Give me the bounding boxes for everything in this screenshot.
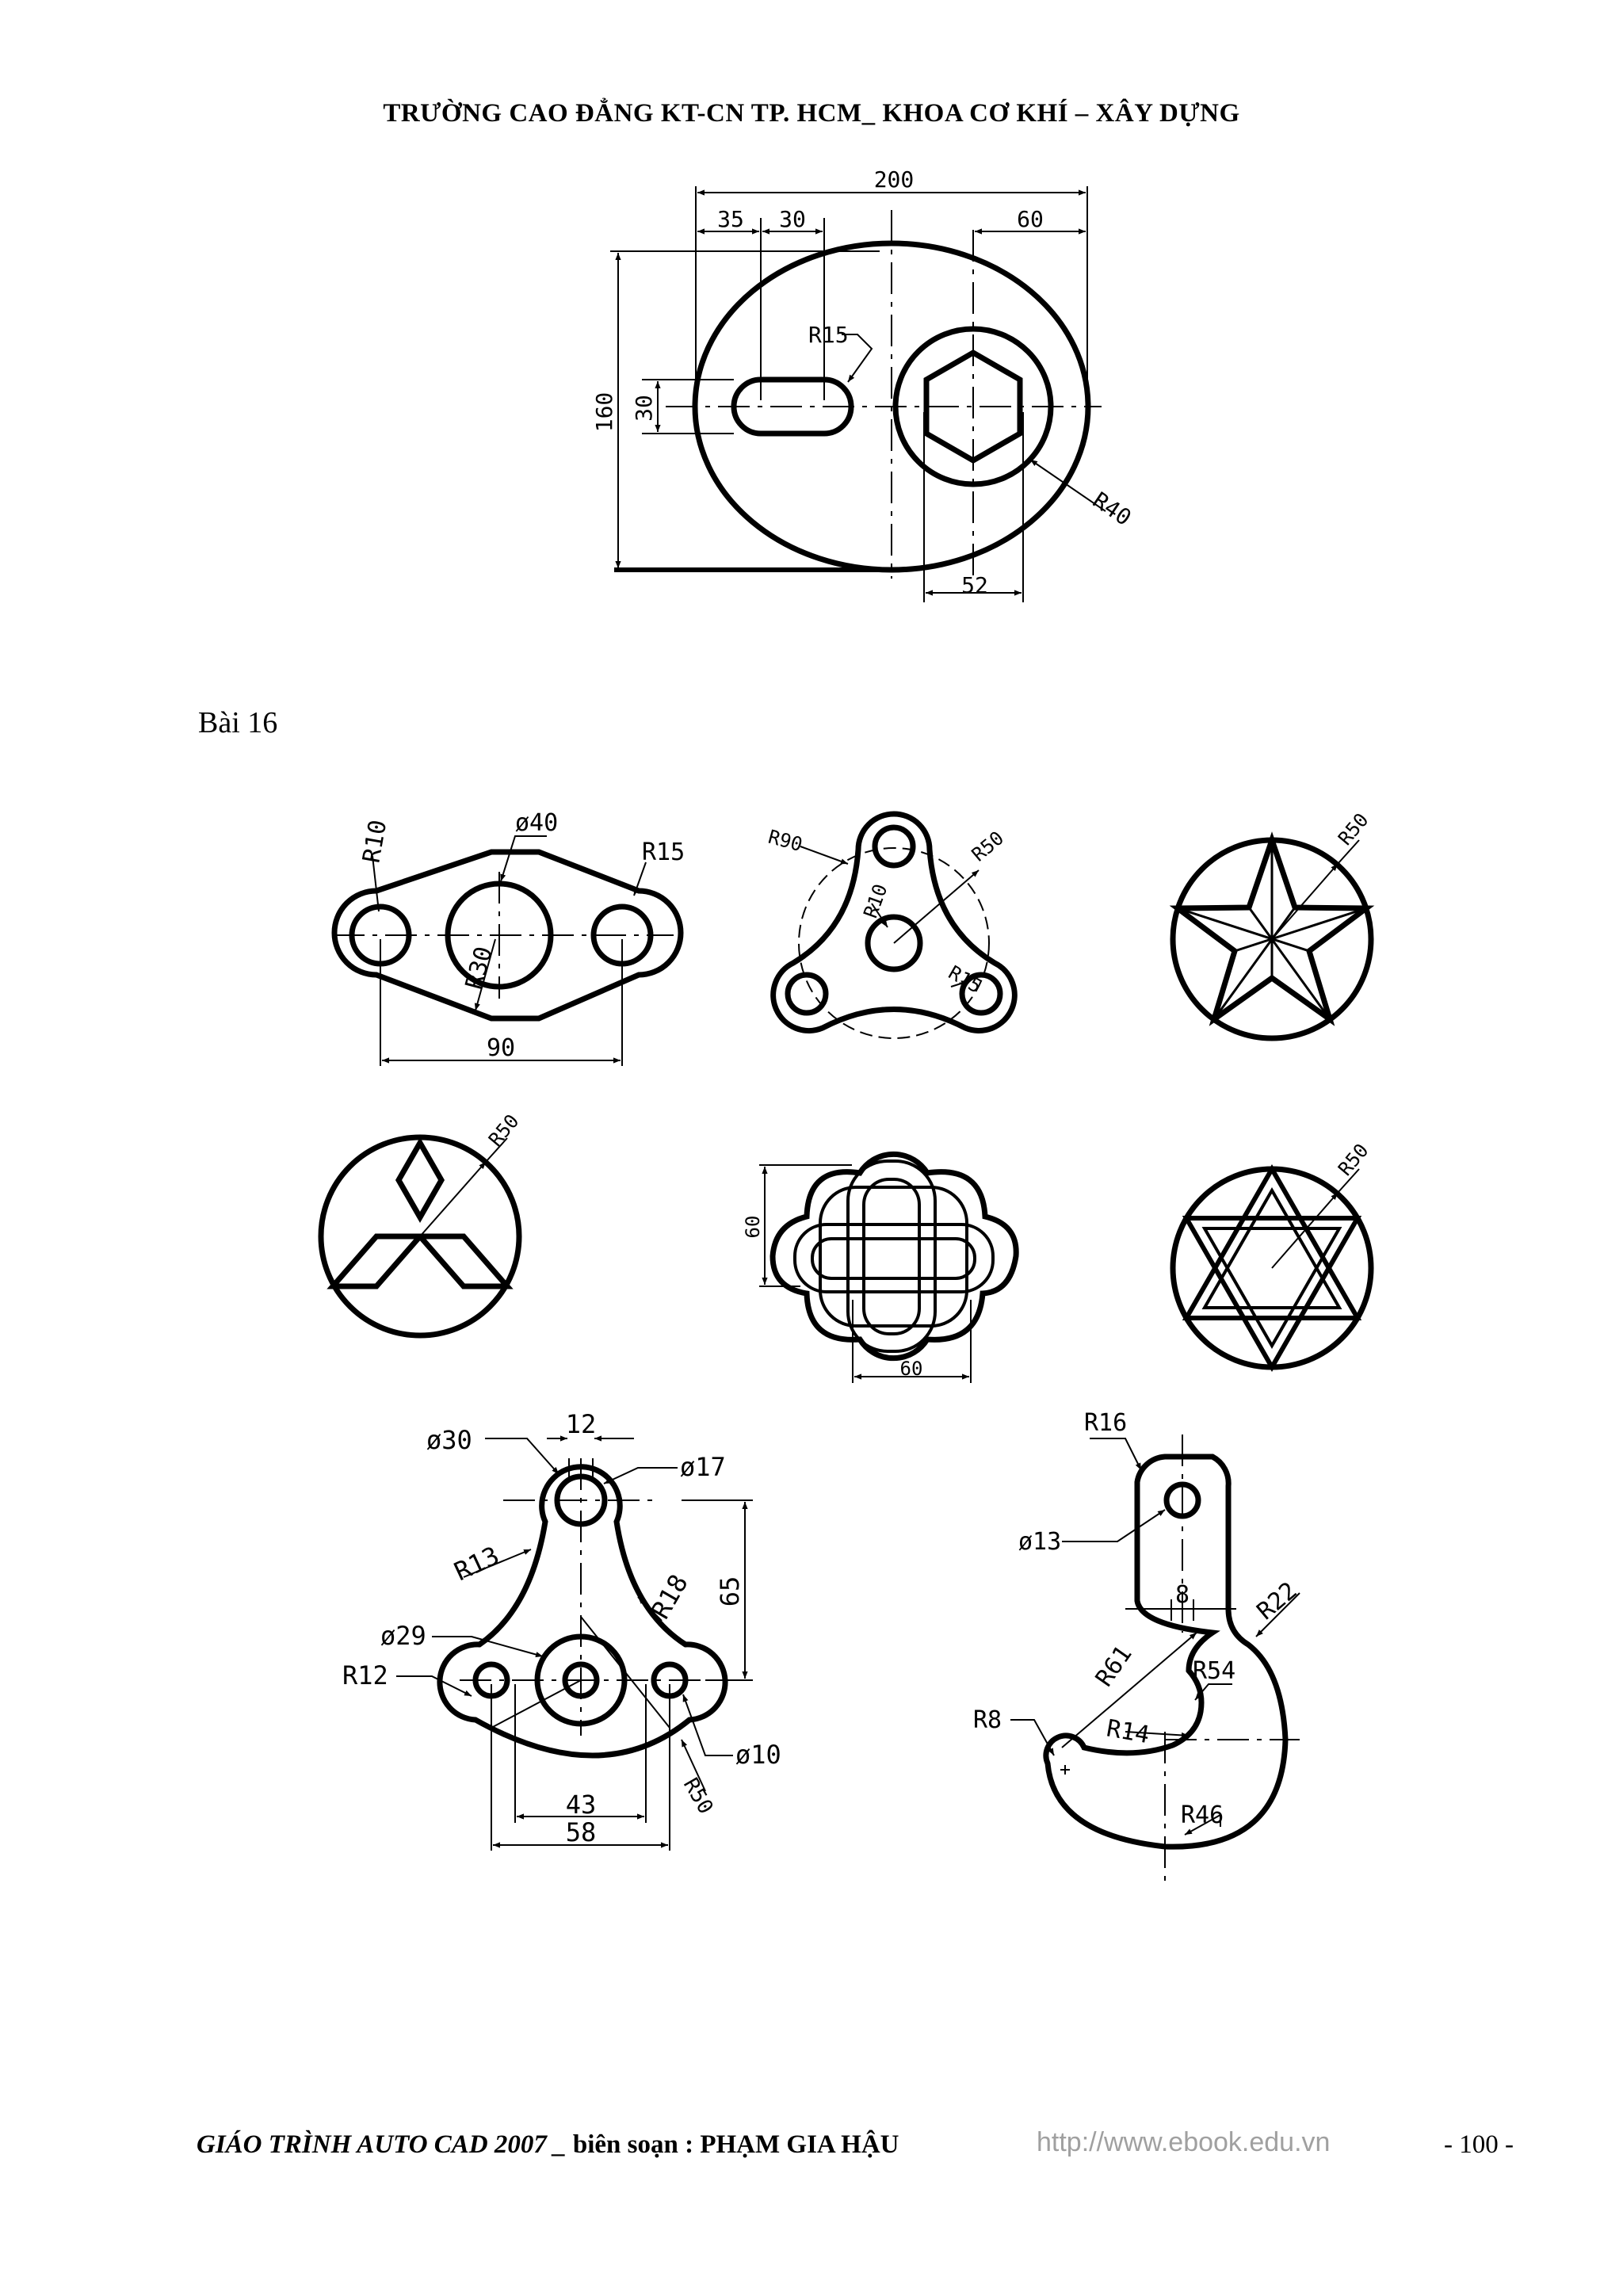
- dim-r54: R54: [1193, 1657, 1235, 1685]
- triangular-link-drawing: R90 R50 R10 R15: [766, 811, 1018, 1039]
- dim-r50: R50: [968, 827, 1008, 865]
- dim-r8: R8: [973, 1706, 1002, 1734]
- dim-d40: ø40: [515, 809, 558, 837]
- footer-book-title: GIÁO TRÌNH AUTO CAD 2007 _ biên soạn : P…: [197, 2130, 899, 2159]
- endless-knot-drawing: 60 60: [742, 1151, 1019, 1383]
- dim-r12: R12: [342, 1660, 388, 1690]
- hexagram-circle-drawing: R50: [1170, 1140, 1374, 1373]
- dim-d17: ø17: [680, 1452, 726, 1482]
- footer-url[interactable]: http://www.ebook.edu.vn: [1037, 2127, 1331, 2157]
- dim-8: 8: [1175, 1581, 1190, 1609]
- dim-r50: R50: [678, 1775, 717, 1819]
- page-header: TRƯỜNG CAO ĐẲNG KT-CN TP. HCM_ KHOA CƠ K…: [383, 99, 1240, 128]
- dim-r50: R50: [484, 1110, 523, 1151]
- dim-r46: R46: [1181, 1801, 1224, 1829]
- dim-r90: R90: [766, 826, 804, 856]
- dim-r15: R15: [945, 961, 986, 998]
- dim-r10: R10: [859, 881, 892, 921]
- dim-r40: R40: [1088, 487, 1136, 531]
- lever-drawing: ø30 12 ø17 R13 R18 65 ø29 R12 ø10 R50 43…: [342, 1409, 781, 1851]
- dim-r15: R15: [808, 322, 849, 348]
- page-footer: GIÁO TRÌNH AUTO CAD 2007 _ biên soạn : P…: [0, 2127, 1623, 2178]
- dim-d13: ø13: [1018, 1528, 1061, 1556]
- dim-90: 90: [487, 1034, 515, 1062]
- dim-35: 35: [717, 206, 744, 232]
- hook-drawing: R16 ø13 8 R22 R61 R54 R14 R8 R46: [973, 1409, 1303, 1886]
- plate-drawing: 200 35 30 60 R15 160 30 R40 52: [591, 166, 1136, 602]
- dim-r50: R50: [1334, 1140, 1373, 1180]
- dim-d29: ø29: [380, 1621, 426, 1651]
- dim-60-vertical: 60: [742, 1216, 764, 1239]
- dim-30-vertical: 30: [631, 395, 657, 422]
- dim-r10: R10: [357, 818, 392, 865]
- dim-65: 65: [715, 1576, 745, 1607]
- dim-r13: R13: [449, 1540, 503, 1587]
- dim-r22: R22: [1252, 1576, 1303, 1626]
- dim-58: 58: [566, 1817, 597, 1847]
- dim-30: 30: [779, 206, 806, 232]
- dim-r16: R16: [1084, 1409, 1127, 1437]
- dim-160: 160: [591, 392, 617, 433]
- dim-60-horizontal: 60: [900, 1358, 923, 1380]
- dim-r50: R50: [1334, 809, 1373, 850]
- dim-200: 200: [874, 166, 915, 193]
- dim-52: 52: [961, 572, 988, 598]
- dim-12: 12: [566, 1409, 597, 1439]
- star-circle-drawing: R50: [1169, 809, 1375, 1041]
- exercise-label: Bài 16: [198, 706, 278, 739]
- dim-d30: ø30: [426, 1425, 472, 1455]
- link-plate-drawing: R10 ø40 R15 R30 90: [331, 809, 685, 1066]
- dim-60: 60: [1017, 206, 1044, 232]
- dim-r61: R61: [1090, 1641, 1138, 1691]
- page-number: - 100 -: [1444, 2130, 1514, 2159]
- dim-r15: R15: [642, 839, 685, 866]
- three-diamonds-drawing: R50: [318, 1110, 523, 1339]
- dim-43: 43: [566, 1790, 597, 1820]
- dim-r14: R14: [1105, 1714, 1151, 1749]
- dim-d10: ø10: [735, 1740, 781, 1770]
